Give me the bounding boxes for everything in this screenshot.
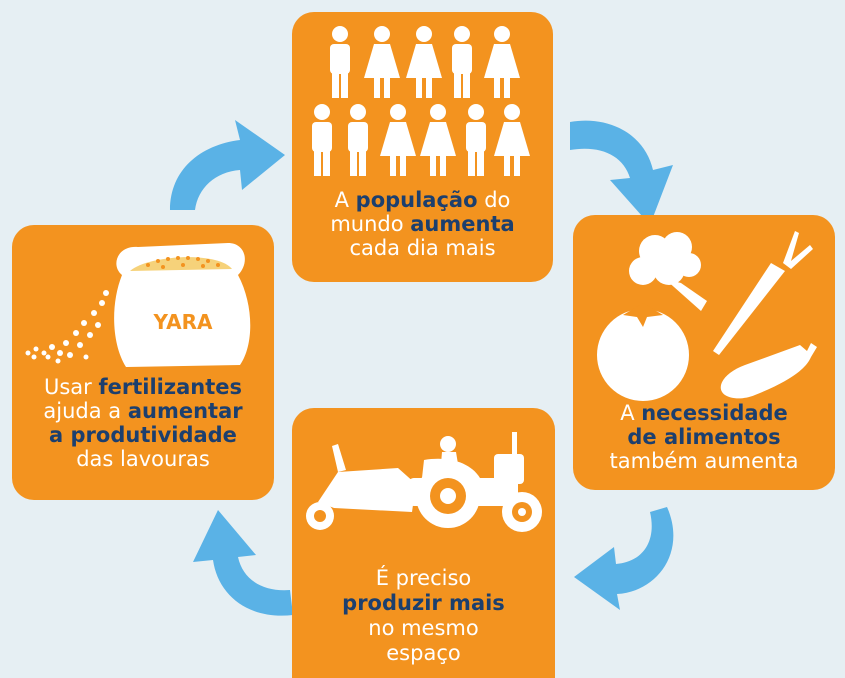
caption-highlight-text: de alimentos — [627, 425, 781, 449]
caption-line: produzir mais — [292, 591, 555, 616]
caption-text: espaço — [386, 641, 461, 665]
caption-line: de alimentos — [573, 425, 835, 449]
cycle-arrow-bottom-right — [574, 507, 674, 610]
caption-line: Usar fertilizantes — [12, 375, 274, 399]
caption-line: no mesmo — [292, 616, 555, 641]
caption-line: A população do — [292, 188, 553, 212]
caption-highlight-text: fertilizantes — [98, 375, 243, 399]
vegetables-icon — [597, 231, 817, 401]
caption-line: mundo aumenta — [292, 212, 553, 236]
caption-line: a produtividade — [12, 423, 274, 447]
caption-highlight-text: produzir mais — [342, 591, 505, 615]
caption-text: das lavouras — [76, 447, 210, 471]
caption-text: Usar — [44, 375, 99, 399]
caption-highlight-text: a produtividade — [49, 423, 237, 447]
caption-highlight-text: necessidade — [641, 401, 788, 425]
caption-line: das lavouras — [12, 447, 274, 471]
caption-highlight-text: aumentar — [127, 399, 243, 423]
caption-text: também aumenta — [609, 449, 799, 473]
caption-line: também aumenta — [573, 449, 835, 473]
fertilizer-sack-icon: YARA — [25, 243, 251, 367]
cycle-arrow-top-left — [170, 120, 285, 210]
tractor-icon — [306, 432, 542, 532]
caption-highlight-text: aumenta — [410, 212, 515, 236]
caption-highlight-text: população — [355, 188, 478, 212]
caption-line: cada dia mais — [292, 236, 553, 260]
caption-text: A — [334, 188, 356, 212]
caption-text: no mesmo — [368, 616, 479, 640]
cycle-arrow-bottom-left — [193, 510, 293, 616]
caption-text: A — [620, 401, 642, 425]
caption-line: A necessidade — [573, 401, 835, 425]
caption-text: do — [477, 188, 511, 212]
caption-text: ajuda a — [43, 399, 128, 423]
people-crowd-icon — [312, 26, 530, 176]
caption-text: cada dia mais — [349, 236, 496, 260]
sack-label: YARA — [153, 310, 213, 334]
caption-text: É preciso — [375, 566, 472, 590]
caption-line: espaço — [292, 641, 555, 666]
caption-line: ajuda a aumentar — [12, 399, 274, 423]
cycle-arrow-top-right — [570, 120, 673, 225]
caption-text: mundo — [330, 212, 411, 236]
caption-line: É preciso — [292, 566, 555, 591]
